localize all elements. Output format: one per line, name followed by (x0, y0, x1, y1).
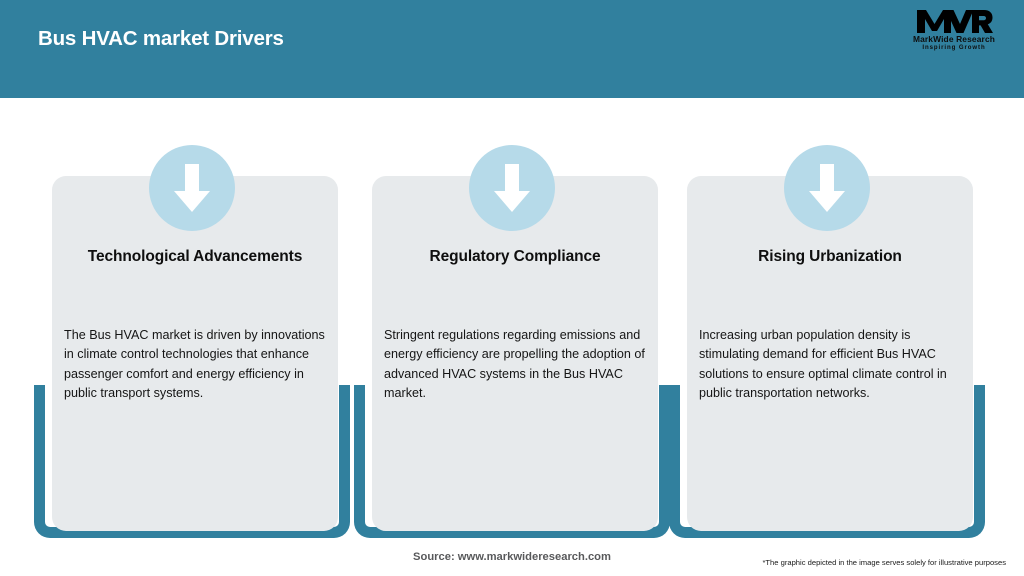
card-title: Rising Urbanization (758, 248, 902, 265)
card-panel (372, 176, 658, 531)
logo-company-name: MarkWide Research (912, 34, 996, 44)
disclaimer-note: *The graphic depicted in the image serve… (762, 558, 1006, 567)
brand-logo: MarkWide Research Inspiring Growth (898, 8, 1010, 58)
driver-card-1[interactable]: Technological Advancements The Bus HVAC … (32, 98, 352, 538)
card-panel (687, 176, 973, 531)
mwr-monogram-icon (917, 10, 993, 33)
driver-cards-row: Technological Advancements The Bus HVAC … (0, 98, 1024, 538)
down-arrow-icon (174, 164, 210, 212)
card-description: Increasing urban population density is s… (699, 328, 947, 400)
card-badge (469, 145, 555, 231)
card-badge (784, 145, 870, 231)
card-description: Stringent regulations regarding emission… (384, 328, 645, 400)
card-accent-frame (354, 385, 670, 538)
driver-card-3[interactable]: Rising Urbanization Increasing urban pop… (667, 98, 987, 538)
down-arrow-icon (494, 164, 530, 212)
driver-card-2[interactable]: Regulatory Compliance Stringent regulati… (352, 98, 672, 538)
down-arrow-icon (809, 164, 845, 212)
card-accent-frame (669, 385, 985, 538)
logo-tagline: Inspiring Growth (922, 44, 986, 51)
card-title: Technological Advancements (87, 248, 303, 265)
card-description: The Bus HVAC market is driven by innovat… (64, 328, 325, 400)
header-bar (0, 0, 1024, 98)
page-title: Bus HVAC market Drivers (38, 27, 284, 50)
card-badge (149, 145, 235, 231)
card-accent-frame (34, 385, 350, 538)
card-panel (52, 176, 338, 531)
source-label: Source: www.markwideresearch.com (413, 551, 611, 563)
card-title: Regulatory Compliance (429, 248, 601, 265)
